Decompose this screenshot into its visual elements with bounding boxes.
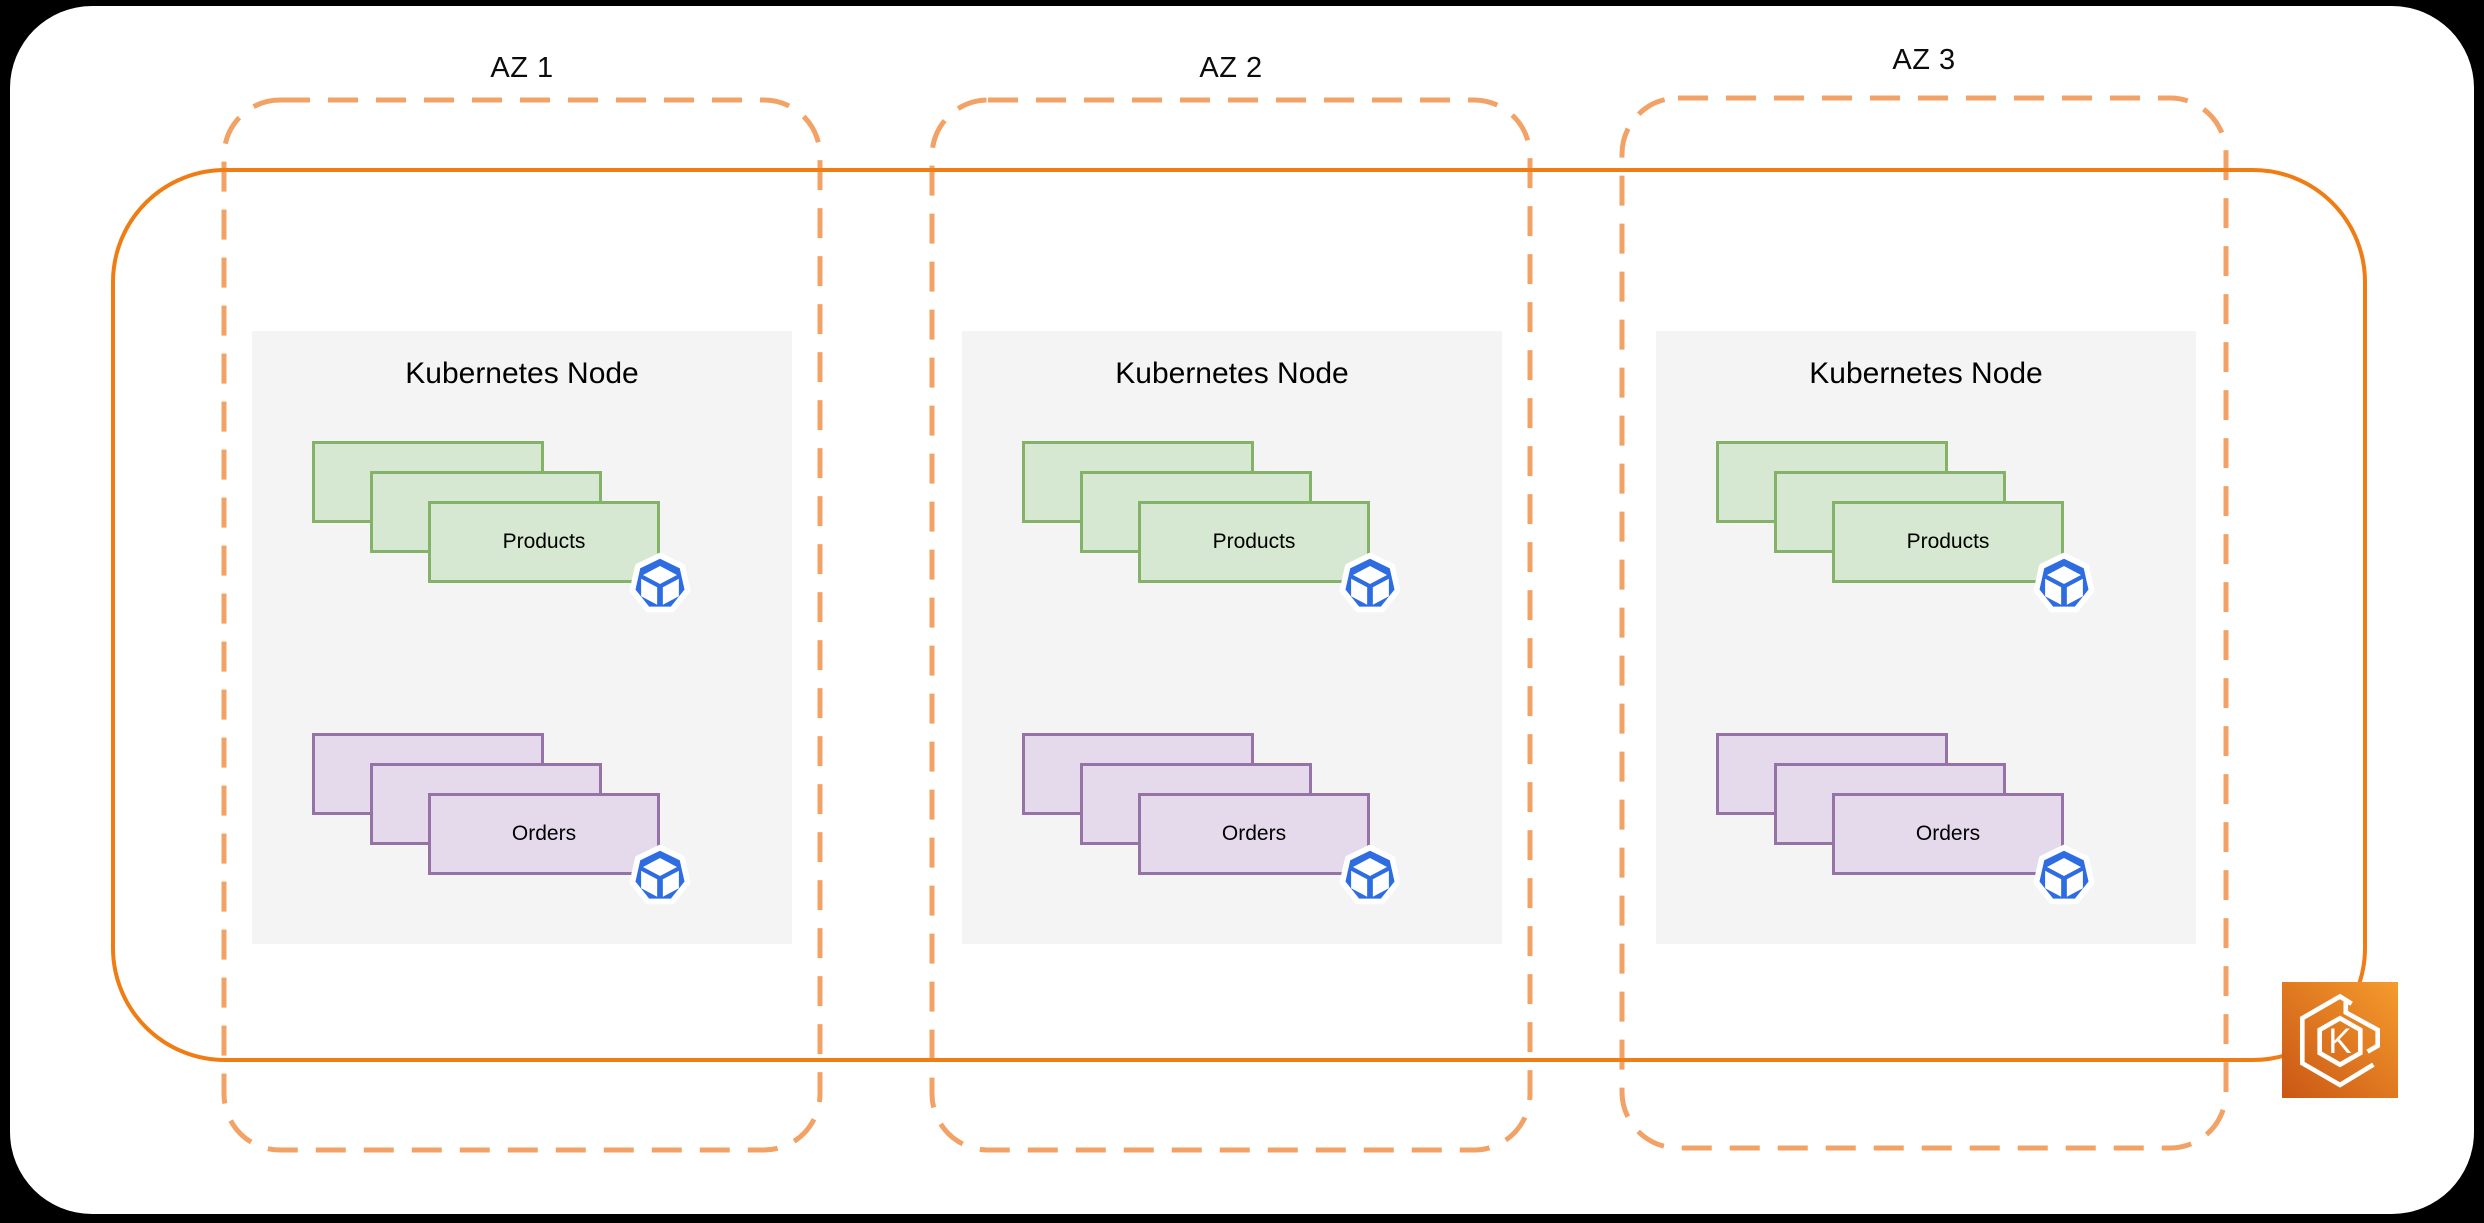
kubernetes-pod-icon xyxy=(1336,549,1404,617)
kubernetes-node-az1: Kubernetes Node Products Orders xyxy=(252,331,792,944)
products-card: Products xyxy=(428,501,660,583)
eks-letter: K xyxy=(2328,1022,2351,1061)
orders-deployment-stack: Orders xyxy=(1716,733,2102,913)
products-card: Products xyxy=(1138,501,1370,583)
kubernetes-pod-icon xyxy=(2030,549,2098,617)
products-deployment-stack: Products xyxy=(1716,441,2102,621)
products-deployment-stack: Products xyxy=(1022,441,1408,621)
az2-label: AZ 2 xyxy=(1199,52,1263,84)
products-card: Products xyxy=(1832,501,2064,583)
orders-deployment-stack: Orders xyxy=(1022,733,1408,913)
az3-label: AZ 3 xyxy=(1892,44,1956,76)
kubernetes-pod-icon xyxy=(1336,841,1404,909)
kubernetes-pod-icon xyxy=(626,841,694,909)
orders-card: Orders xyxy=(1138,793,1370,875)
orders-card: Orders xyxy=(428,793,660,875)
kubernetes-pod-icon xyxy=(626,549,694,617)
products-deployment-stack: Products xyxy=(312,441,698,621)
az1-label: AZ 1 xyxy=(490,52,554,84)
orders-card: Orders xyxy=(1832,793,2064,875)
orders-deployment-stack: Orders xyxy=(312,733,698,913)
kubernetes-node-az2: Kubernetes Node Products Orders xyxy=(962,331,1502,944)
kubernetes-pod-icon xyxy=(2030,841,2098,909)
node-title: Kubernetes Node xyxy=(1809,357,2043,390)
kubernetes-node-az3: Kubernetes Node Products Orders xyxy=(1656,331,2196,944)
node-title: Kubernetes Node xyxy=(405,357,639,390)
node-title: Kubernetes Node xyxy=(1115,357,1349,390)
amazon-eks-icon: K xyxy=(2282,982,2398,1098)
